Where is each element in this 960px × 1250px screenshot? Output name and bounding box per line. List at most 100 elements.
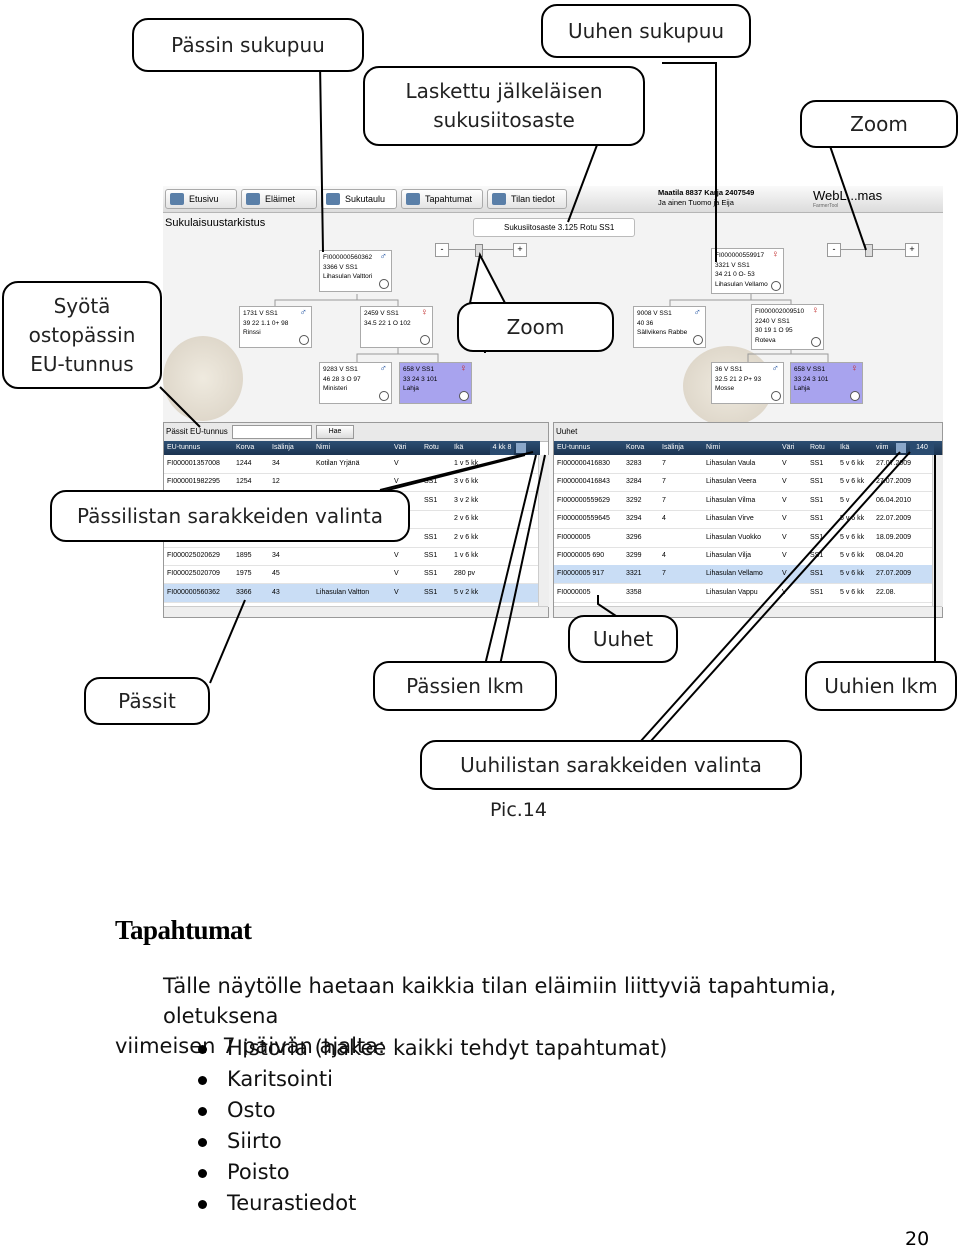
callout-passien-lkm: Pässien lkm (373, 661, 557, 711)
table-cell: V (782, 515, 787, 523)
table-cell: FI000001357008 (167, 460, 220, 467)
column-header[interactable]: Rotu (810, 444, 825, 451)
callout-zoom-center: Zoom (457, 302, 614, 352)
table-cell: 2 v 6 kk (454, 515, 479, 523)
magnifier-icon[interactable] (379, 391, 389, 401)
hae-button[interactable]: Hae (316, 425, 354, 439)
list-item: Osto (195, 1095, 667, 1126)
tab-tapahtumat[interactable]: Tapahtumat (401, 189, 483, 209)
ewe-vscroll[interactable] (932, 455, 943, 607)
inbreeding-box: Sukusiitosaste 3.125 Rotu SS1 (473, 218, 635, 237)
magnifier-icon[interactable] (850, 391, 860, 401)
tree-node-ram[interactable]: FI000000560362 3366 V SS1 Lihasulan Valt… (319, 250, 392, 292)
table-cell: 1895 (236, 552, 252, 559)
zoom-control-left[interactable]: - + (435, 243, 527, 257)
column-header[interactable]: EU-tunnus (167, 444, 201, 451)
column-header[interactable]: Korva (236, 444, 255, 451)
column-header[interactable]: Ikä (840, 444, 850, 451)
table-cell: FI000000416843 (557, 478, 610, 486)
zoom-out-button[interactable]: - (435, 243, 449, 257)
female-icon: ♀ (811, 305, 820, 316)
ram-hscroll[interactable] (164, 606, 548, 617)
magnifier-icon[interactable] (693, 335, 703, 345)
column-chooser-icon[interactable] (516, 443, 526, 453)
tree-node-ewe[interactable]: FI000000559917 3321 V SS1 34 21 0 O- 53 … (711, 248, 784, 294)
column-header[interactable]: viim (876, 444, 889, 451)
column-chooser-icon[interactable] (896, 443, 906, 453)
column-header[interactable]: Korva (626, 444, 645, 451)
callout-laskettu: Laskettu jälkeläisen sukusiitosaste (363, 66, 645, 146)
column-header[interactable]: Isälinja (272, 444, 294, 451)
node-name: Sällvikens Rabbe (637, 329, 688, 336)
male-icon: ♂ (693, 307, 702, 318)
tree-node-ram-sire[interactable]: 1731 V SS1 39 22 1.1 0+ 98 Rinssi ♂ (239, 306, 312, 348)
magnifier-icon[interactable] (379, 279, 389, 289)
table-cell: 4 (662, 552, 666, 559)
magnifier-icon[interactable] (771, 391, 781, 401)
callout-uuhien-lkm: Uuhien lkm (805, 661, 957, 711)
eu-tunnus-input[interactable] (232, 425, 312, 439)
table-cell: V (782, 552, 787, 559)
column-header[interactable]: Nimi (316, 444, 330, 451)
magnifier-icon[interactable] (299, 335, 309, 345)
table-cell: 27.07.2009 (876, 570, 912, 578)
node-info: 39 22 1.1 0+ 98 (243, 319, 289, 327)
column-header[interactable]: Rotu (424, 444, 439, 451)
figure-caption: Pic.14 (490, 799, 547, 821)
tab-label: Etusivu (189, 194, 219, 204)
callout-text: Pässin sukupuu (171, 32, 325, 57)
list-item: Historia (hakee kaikki tehdyt tapahtumat… (195, 1033, 667, 1064)
female-icon: ♀ (850, 363, 859, 374)
tab-elaimet[interactable]: Eläimet (241, 189, 317, 209)
tab-etusivu[interactable]: Etusivu (165, 189, 237, 209)
magnifier-icon[interactable] (811, 337, 821, 347)
callout-text: Zoom (850, 111, 908, 136)
tree-node-ewe-dam-dam[interactable]: 658 V SS1 33 24 3 101 Lahja ♀ (790, 362, 863, 404)
tree-node-ewe-dam-sire[interactable]: 36 V SS1 32.5 21 2 P+ 93 Mosse ♂ (711, 362, 784, 404)
zoom-in-button[interactable]: + (905, 243, 919, 257)
column-header[interactable]: Ikä (454, 444, 464, 451)
node-id: 9008 V SS1 (637, 310, 672, 317)
tree-node-ram-dam-dam[interactable]: 658 V SS1 33 24 3 101 Lahja ♀ (399, 362, 472, 404)
ram-vscroll[interactable] (538, 455, 549, 607)
table-cell: 08.04.20 (876, 552, 904, 559)
table-cell: SS1 (810, 588, 824, 596)
female-icon: ♀ (459, 363, 468, 374)
magnifier-icon[interactable] (459, 391, 469, 401)
table-cell: 1975 (236, 570, 252, 578)
table-cell: 7 (662, 496, 666, 504)
column-header[interactable]: EU-tunnus (557, 444, 591, 451)
column-header[interactable]: Nimi (706, 444, 720, 451)
column-header[interactable]: Isälinja (662, 444, 684, 451)
magnifier-icon[interactable] (420, 335, 430, 345)
tree-node-ewe-sire[interactable]: 9008 V SS1 40 36 Sällvikens Rabbe ♂ (633, 306, 706, 348)
callout-text: Uuhilistan sarakkeiden valinta (460, 752, 762, 777)
body-paragraph: Tälle näytölle haetaan kaikkia tilan elä… (115, 971, 915, 1061)
ewe-count: 140 (910, 441, 934, 455)
tree-node-ewe-dam[interactable]: FI000002009510 2240 V SS1 30 19 1 O 95 R… (751, 304, 824, 350)
magnifier-icon[interactable] (771, 281, 781, 291)
node-info: 32.5 21 2 P+ 93 (715, 375, 762, 383)
table-cell: 3 v 2 kk (454, 496, 479, 504)
column-header[interactable]: Väri (394, 444, 407, 451)
tab-tilan-tiedot[interactable]: Tilan tiedot (487, 189, 567, 209)
column-header[interactable]: Väri (782, 444, 795, 451)
tree-node-ram-dam[interactable]: 2459 V SS1 34.5 22 1 O 102 ♀ (360, 306, 433, 348)
zoom-in-button[interactable]: + (513, 243, 527, 257)
callout-text: Pässien lkm (406, 673, 524, 698)
callout-text: Uuhet (592, 626, 654, 651)
tree-node-ram-dam-sire[interactable]: 9283 V SS1 46 28 3 O 97 Ministeri ♂ (319, 362, 392, 404)
zoom-thumb[interactable] (865, 244, 873, 257)
